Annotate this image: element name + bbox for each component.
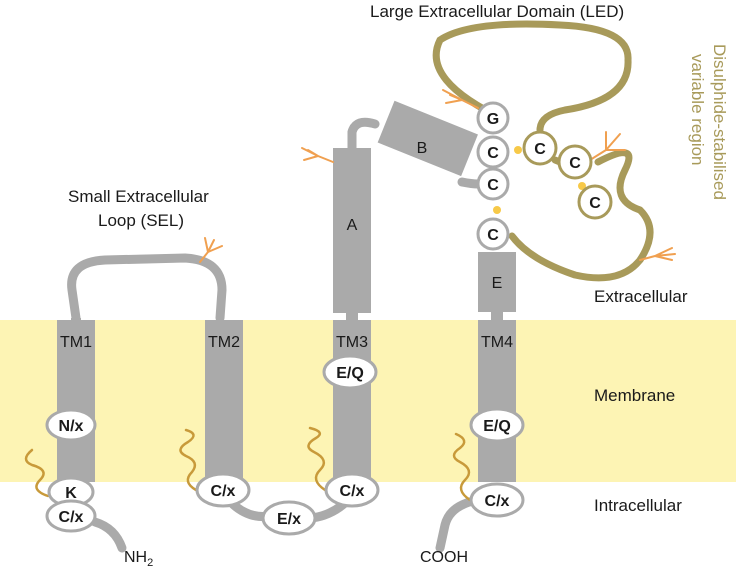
segment-labels: TM1 TM2 TM3 TM4 A B E	[60, 140, 513, 351]
variable-region-label: Disulphide-stabilised variable region	[688, 44, 729, 200]
residue-label: C	[487, 145, 499, 162]
residue-var-c2	[557, 144, 593, 180]
b-helix	[377, 100, 478, 177]
segment-label-tm4: TM4	[481, 334, 513, 351]
residue-label: E/Q	[483, 418, 511, 435]
segment-label-e: E	[492, 275, 503, 292]
residue-labels: N/x K C/x C/x E/x E/Q C/x E/Q C/x G C C …	[59, 111, 602, 528]
residue-shapes	[45, 101, 525, 536]
residue-label: G	[487, 111, 499, 128]
region-labels: Extracellular Membrane Intracellular	[594, 287, 688, 515]
glycan-icon	[442, 89, 479, 109]
residue-label: C	[487, 227, 499, 244]
helices	[57, 100, 516, 482]
tm2-helix	[205, 320, 243, 482]
residue-label: E/x	[277, 511, 301, 528]
titles: Large Extracellular Domain (LED) Small E…	[68, 2, 624, 230]
disulphide-dot	[578, 182, 586, 190]
residue-led-c2	[476, 167, 510, 201]
led-title: Large Extracellular Domain (LED)	[370, 2, 624, 21]
region-extracellular: Extracellular	[594, 287, 688, 306]
residue-tm1-cx	[45, 499, 97, 533]
residue-var-c3	[577, 184, 613, 220]
palmitoyl-icon	[24, 448, 50, 498]
residue-label: C/x	[485, 493, 510, 510]
residue-label: C/x	[59, 509, 84, 526]
a-helix	[333, 148, 371, 313]
residue-tm3-eq	[322, 354, 378, 390]
glycan-icon	[199, 237, 223, 263]
residue-tm4-cx	[469, 482, 525, 518]
variable-title-line1: Disulphide-stabilised	[710, 44, 729, 200]
region-membrane: Membrane	[594, 386, 675, 405]
residue-led-c1	[476, 135, 510, 169]
sel-title-line1: Small Extracellular	[68, 187, 209, 206]
variable-residue-shapes	[522, 130, 613, 220]
residue-tm4-eq	[469, 407, 525, 443]
tm3-helix	[333, 320, 371, 482]
c-terminus: COOH	[420, 549, 468, 566]
residue-tm3-cx	[324, 472, 380, 508]
disulphide-dot	[514, 146, 522, 154]
tm1-helix	[57, 320, 95, 482]
residue-label: K	[65, 485, 77, 502]
residue-tm2-cx	[195, 472, 251, 508]
glycan-icon	[589, 131, 626, 161]
disulphide-dot	[493, 206, 501, 214]
residue-label: C/x	[211, 483, 236, 500]
segment-label-b: B	[417, 140, 428, 157]
residue-label: N/x	[59, 418, 84, 435]
glycan-icon	[301, 147, 334, 163]
segment-label-tm1: TM1	[60, 334, 92, 351]
termini: NH2 COOH	[124, 549, 468, 569]
tm4-helix	[478, 320, 516, 482]
n-terminus: NH2	[124, 549, 153, 569]
residue-label: C	[534, 141, 546, 158]
residue-label: C	[589, 195, 601, 212]
palmitoyl-icon	[307, 426, 327, 492]
residue-label: C	[569, 155, 581, 172]
segment-label-tm3: TM3	[336, 334, 368, 351]
variable-title-line2: variable region	[688, 54, 707, 166]
residue-loop-ex	[261, 500, 317, 536]
residue-led-c3	[476, 217, 510, 251]
disulphide-dots	[493, 146, 586, 214]
sel-title-line2: Loop (SEL)	[98, 211, 184, 230]
palmitoyl-icon	[179, 428, 198, 492]
residue-label: E/Q	[336, 365, 364, 382]
segment-label-tm2: TM2	[208, 334, 240, 351]
glycan-icons	[199, 89, 676, 263]
residue-led-g	[476, 101, 510, 135]
palmitoyl-chains	[24, 426, 472, 502]
palmitoyl-icon	[452, 432, 472, 502]
e-helix	[478, 252, 516, 312]
segment-label-a: A	[347, 217, 358, 234]
residue-var-c1	[522, 130, 558, 166]
residue-label: C	[487, 177, 499, 194]
residue-tm1-nx	[45, 408, 97, 442]
residue-label: C/x	[340, 483, 365, 500]
glycan-icon	[639, 247, 676, 261]
region-intracellular: Intracellular	[594, 496, 682, 515]
